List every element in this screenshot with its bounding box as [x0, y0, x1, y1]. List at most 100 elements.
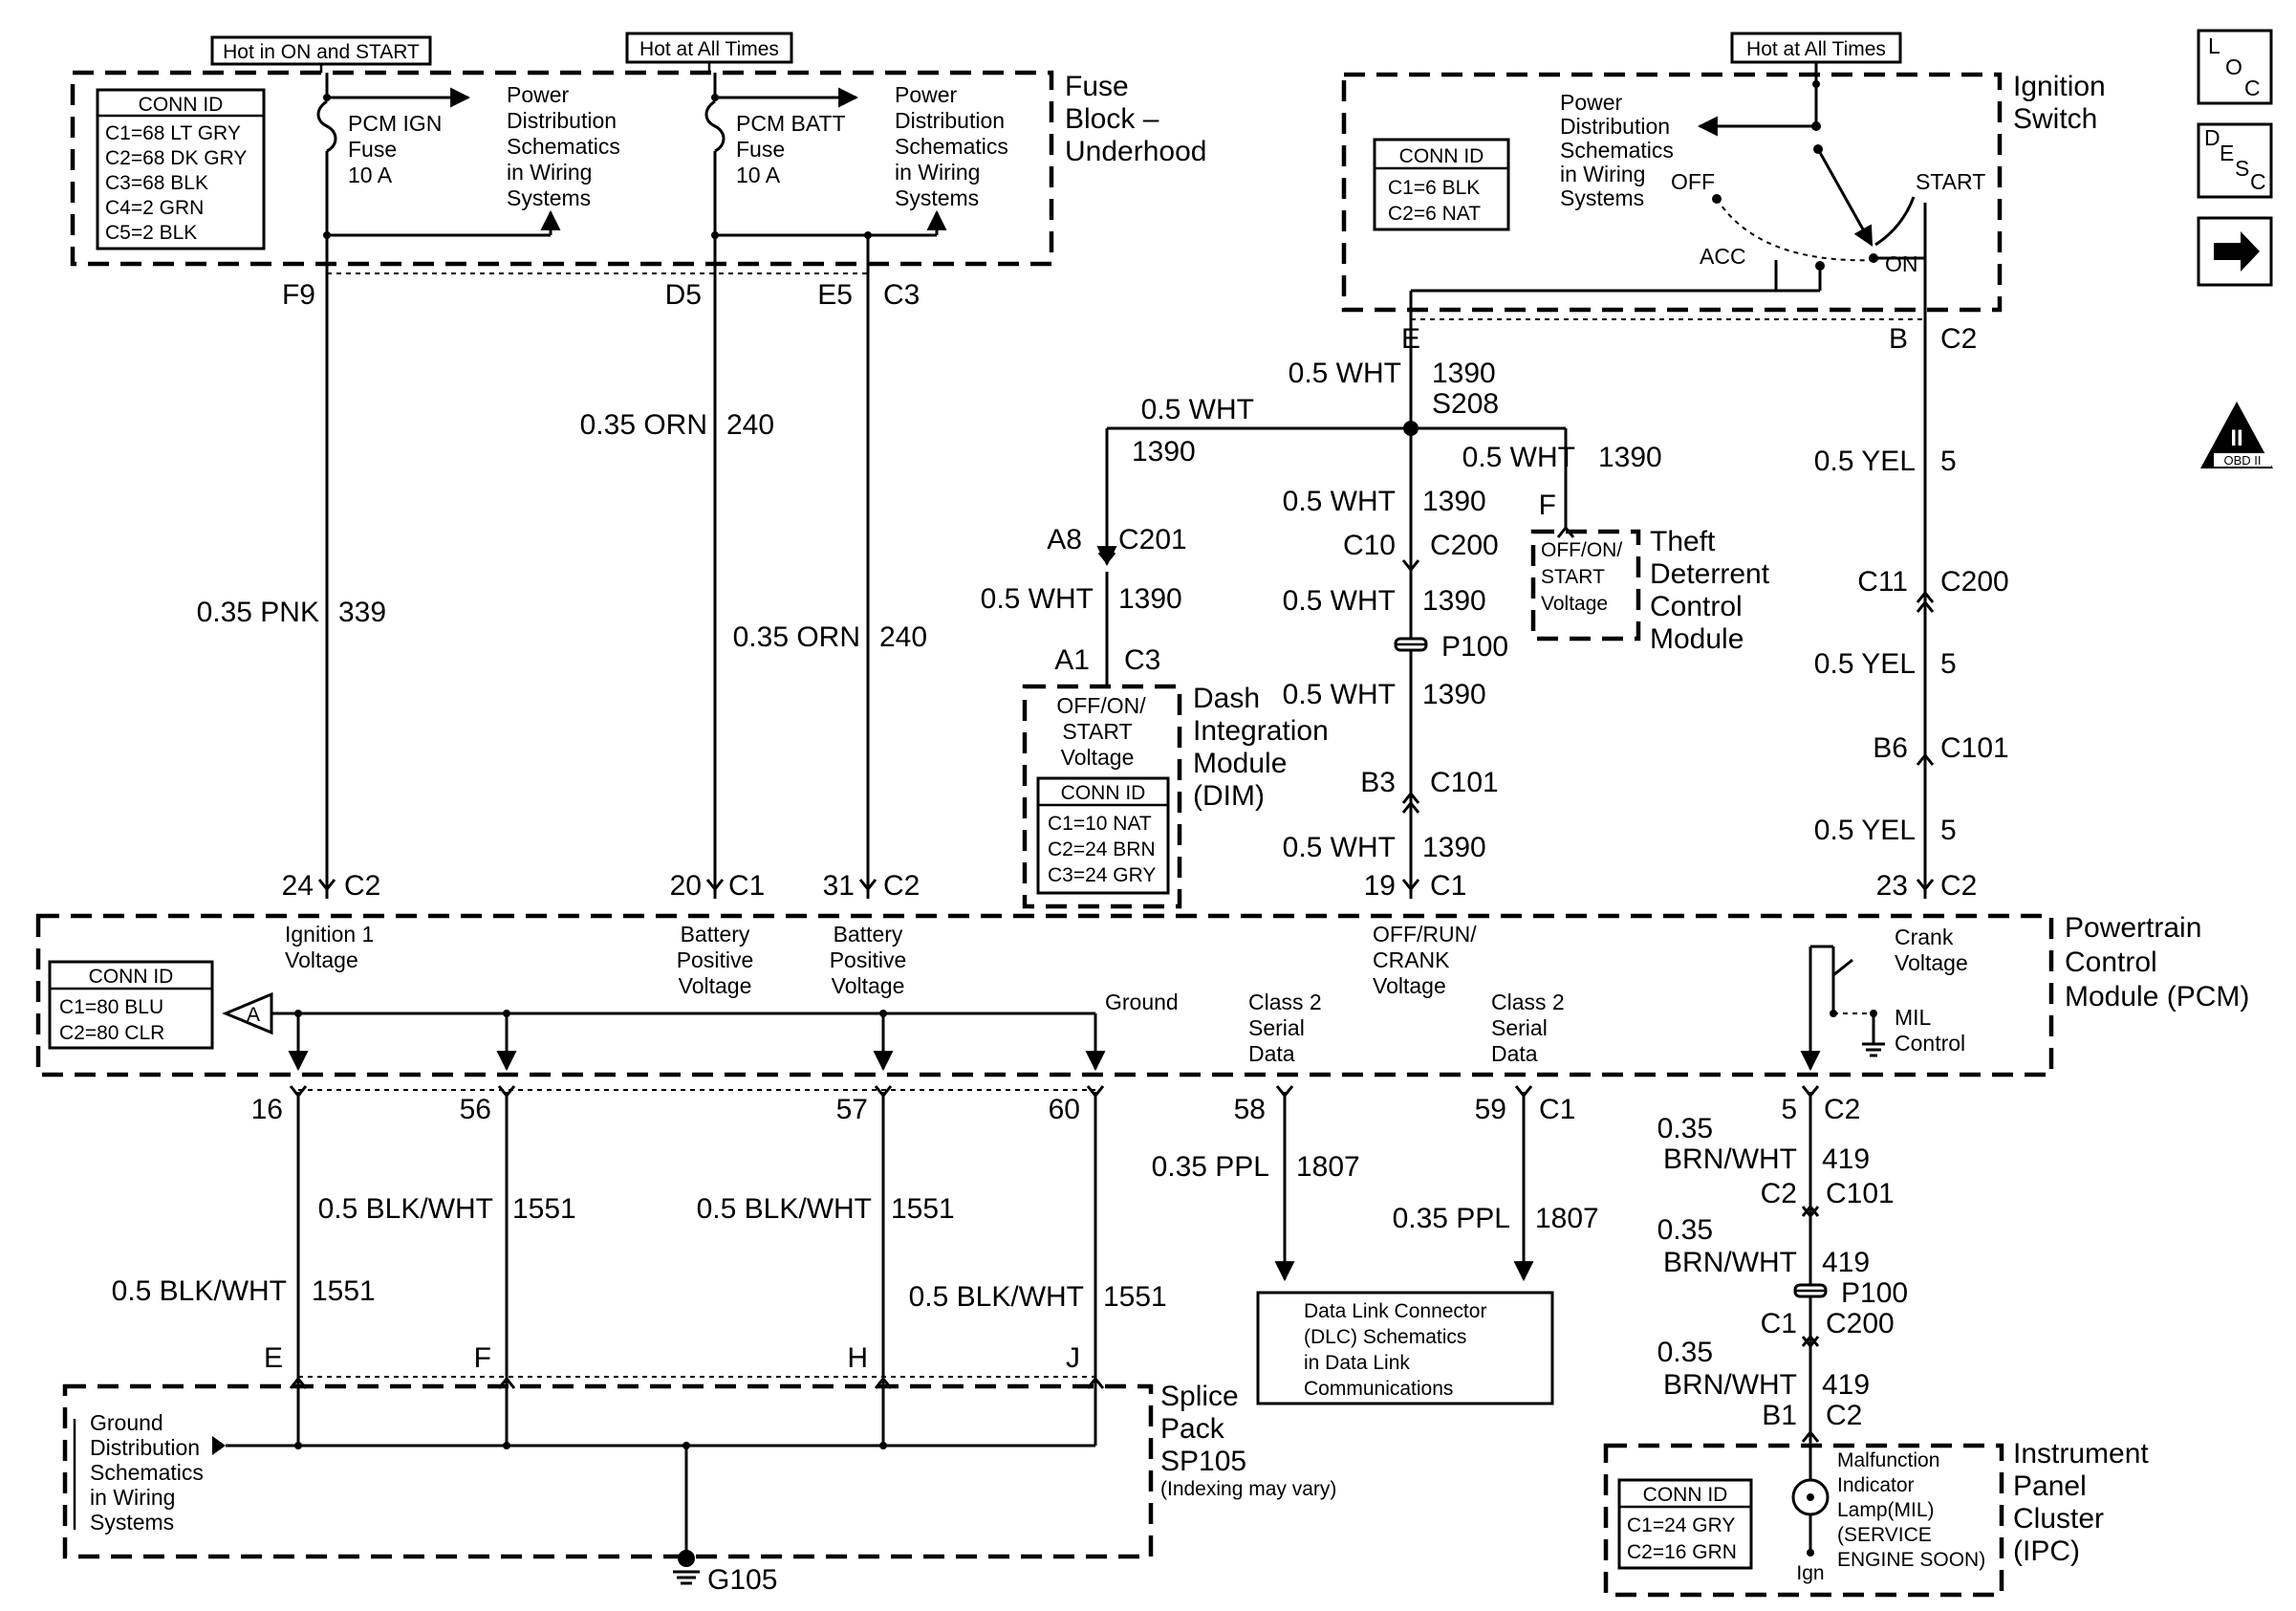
tdcm-label: Voltage — [1541, 593, 1608, 615]
conn-p100: P100 — [1841, 1277, 1908, 1309]
wire-label: 0.5 WHT — [1462, 442, 1575, 473]
ign-power-dist: Power — [1560, 90, 1623, 115]
conn-id: C3 — [1124, 644, 1160, 676]
conn-pin: C2 — [1761, 1178, 1797, 1209]
conn-id: C2 — [1940, 870, 1977, 902]
wire-circuit: 419 — [1822, 1247, 1870, 1278]
pcm-ign-fuse: PCM IGN Fuse 10 A — [316, 73, 561, 279]
pcm-mil-label: Control — [1895, 1031, 1965, 1056]
pcm-name: Control — [2065, 947, 2157, 978]
wire-circuit: 1551 — [1103, 1281, 1167, 1313]
conn-pin: E — [264, 1342, 283, 1374]
fuse1-label: Fuse — [348, 137, 397, 162]
desc-letter: S — [2235, 156, 2249, 181]
conn-id: C2 — [344, 870, 380, 902]
tdcm-name: Module — [1650, 623, 1744, 655]
ground-g105: G105 — [707, 1564, 777, 1596]
pcm-ign1-label: Voltage — [285, 947, 358, 972]
wire-419: 0.35 BRN/WHT 419 C2 C101 0.35 BRN/WHT 41… — [1657, 1092, 1908, 1444]
wire-label: 0.5 YEL — [1814, 446, 1916, 477]
wire-circuit: 1807 — [1296, 1151, 1360, 1183]
pcm-crank-label: Crank — [1895, 925, 1954, 949]
dim-conn-id-line: C1=10 NAT — [1048, 813, 1152, 835]
splice-ground-dist: Distribution — [90, 1435, 200, 1460]
obd-roman: II — [2230, 425, 2242, 451]
wire-label: 0.35 PPL — [1393, 1203, 1510, 1234]
ign-power-dist: in Wiring — [1560, 162, 1645, 186]
ipc-lamp-label: ENGINE SOON) — [1837, 1549, 1985, 1571]
conn-pin: C11 — [1857, 566, 1908, 598]
tdcm-label: START — [1541, 566, 1605, 588]
dlc-label: Data Link Connector — [1304, 1300, 1486, 1322]
fuse2-label: 10 A — [736, 163, 781, 187]
conn-id: C101 — [1940, 732, 2009, 764]
conn-pin: H — [847, 1342, 868, 1374]
ign-conn-id-title: CONN ID — [1399, 145, 1484, 167]
wire-label: 0.35 ORN — [580, 409, 707, 441]
pin-d5: D5 — [665, 279, 702, 311]
dlc-label: Communications — [1304, 1378, 1453, 1400]
conn-pin: 58 — [1234, 1094, 1266, 1125]
loc-letter: C — [2244, 76, 2261, 100]
loc-icon[interactable]: L O C — [2197, 29, 2273, 105]
dim-conn-id-line: C3=24 GRY — [1048, 864, 1156, 886]
pcm-ign1-label: Ignition 1 — [285, 922, 374, 947]
ign-hot-label: Hot at All Times — [1746, 38, 1886, 60]
conn-p100: P100 — [1441, 631, 1508, 663]
wire-label: 0.35 PNK — [197, 597, 319, 628]
desc-icon[interactable]: D E S C — [2197, 122, 2273, 199]
arrow-right-icon[interactable] — [2197, 216, 2273, 287]
ipc-name: Cluster — [2013, 1503, 2104, 1535]
fuse-block-underhood: Hot in ON and START Hot at All Times CON… — [70, 32, 1206, 311]
wire-label: 0.5 WHT — [1141, 394, 1254, 425]
fuse-conn-id-line: C2=68 DK GRY — [105, 147, 247, 169]
conn-pin: B6 — [1873, 732, 1908, 764]
wire-label: 0.5 BLK/WHT — [697, 1193, 872, 1225]
theft-deterrent-control-module: OFF/ON/ START Voltage Theft Deterrent Co… — [1530, 526, 1770, 655]
dim-conn-id-box — [1036, 776, 1170, 895]
splice-s208: S208 — [1432, 388, 1499, 420]
wire-circuit: 339 — [338, 597, 386, 628]
tdcm-name: Deterrent — [1650, 558, 1770, 590]
ign-power-dist: Schematics — [1560, 138, 1674, 163]
pcm-bat1-label: Battery — [681, 922, 750, 947]
conn-id: C101 — [1430, 767, 1499, 798]
splice-pack-name: Pack — [1160, 1413, 1225, 1445]
ipc-ign-label: Ign — [1796, 1562, 1824, 1584]
conn-pin: C10 — [1343, 530, 1396, 561]
splice-pack-note: (Indexing may vary) — [1160, 1478, 1336, 1500]
tdcm-name: Theft — [1650, 526, 1716, 557]
fuse1-power-dist: in Wiring — [507, 160, 592, 185]
fuse-conn-id-line: C4=2 GRN — [105, 197, 204, 219]
splice-ground-dist: Ground — [90, 1410, 163, 1435]
dim-name: (DIM) — [1193, 780, 1265, 812]
pcm-mil-label: MIL — [1895, 1005, 1932, 1030]
wire-circuit: 1390 — [1432, 358, 1496, 389]
data-link-connector-box: Data Link Connector (DLC) Schematics in … — [1256, 1291, 1554, 1405]
wire-label: 0.5 WHT — [981, 583, 1094, 615]
fuse-block-name: Fuse — [1065, 71, 1129, 102]
splice-pack-name: SP105 — [1160, 1446, 1246, 1477]
fuse-block-conn-id-title: CONN ID — [139, 94, 224, 116]
wire-label: 0.5 WHT — [1289, 358, 1401, 389]
fuse1-power-dist: Distribution — [507, 108, 617, 133]
fuse-conn-id-line: C3=68 BLK — [105, 172, 208, 194]
conn-id: C200 — [1430, 530, 1499, 561]
dlc-label: (DLC) Schematics — [1304, 1326, 1466, 1348]
pcm-offrun-label: CRANK — [1373, 947, 1450, 972]
pin-e5: E5 — [817, 279, 853, 311]
wire-circuit: 240 — [726, 409, 774, 441]
pin-f9: F9 — [282, 279, 315, 311]
dim-name: Dash — [1193, 683, 1260, 714]
ipc-conn-id-line: C1=24 GRY — [1627, 1514, 1735, 1536]
pcm-lower-connectors: 16 56 57 60 58 59 C1 5 C2 0.5 BLK/WHT 15… — [112, 1085, 1860, 1384]
conn-id: C1 — [1539, 1094, 1575, 1125]
wire-label: 0.5 BLK/WHT — [909, 1281, 1084, 1313]
wire-circuit: 5 — [1940, 648, 1957, 680]
wire-label: 0.35 ORN — [733, 621, 860, 653]
powertrain-control-module: Powertrain Control Module (PCM) CONN ID … — [35, 912, 2249, 1078]
ign-switch-name: Ignition — [2013, 71, 2106, 102]
dash-integration-module: OFF/ON/ START Voltage CONN ID C1=10 NAT … — [1022, 683, 1329, 909]
hot-on-start-label: Hot in ON and START — [223, 41, 420, 63]
